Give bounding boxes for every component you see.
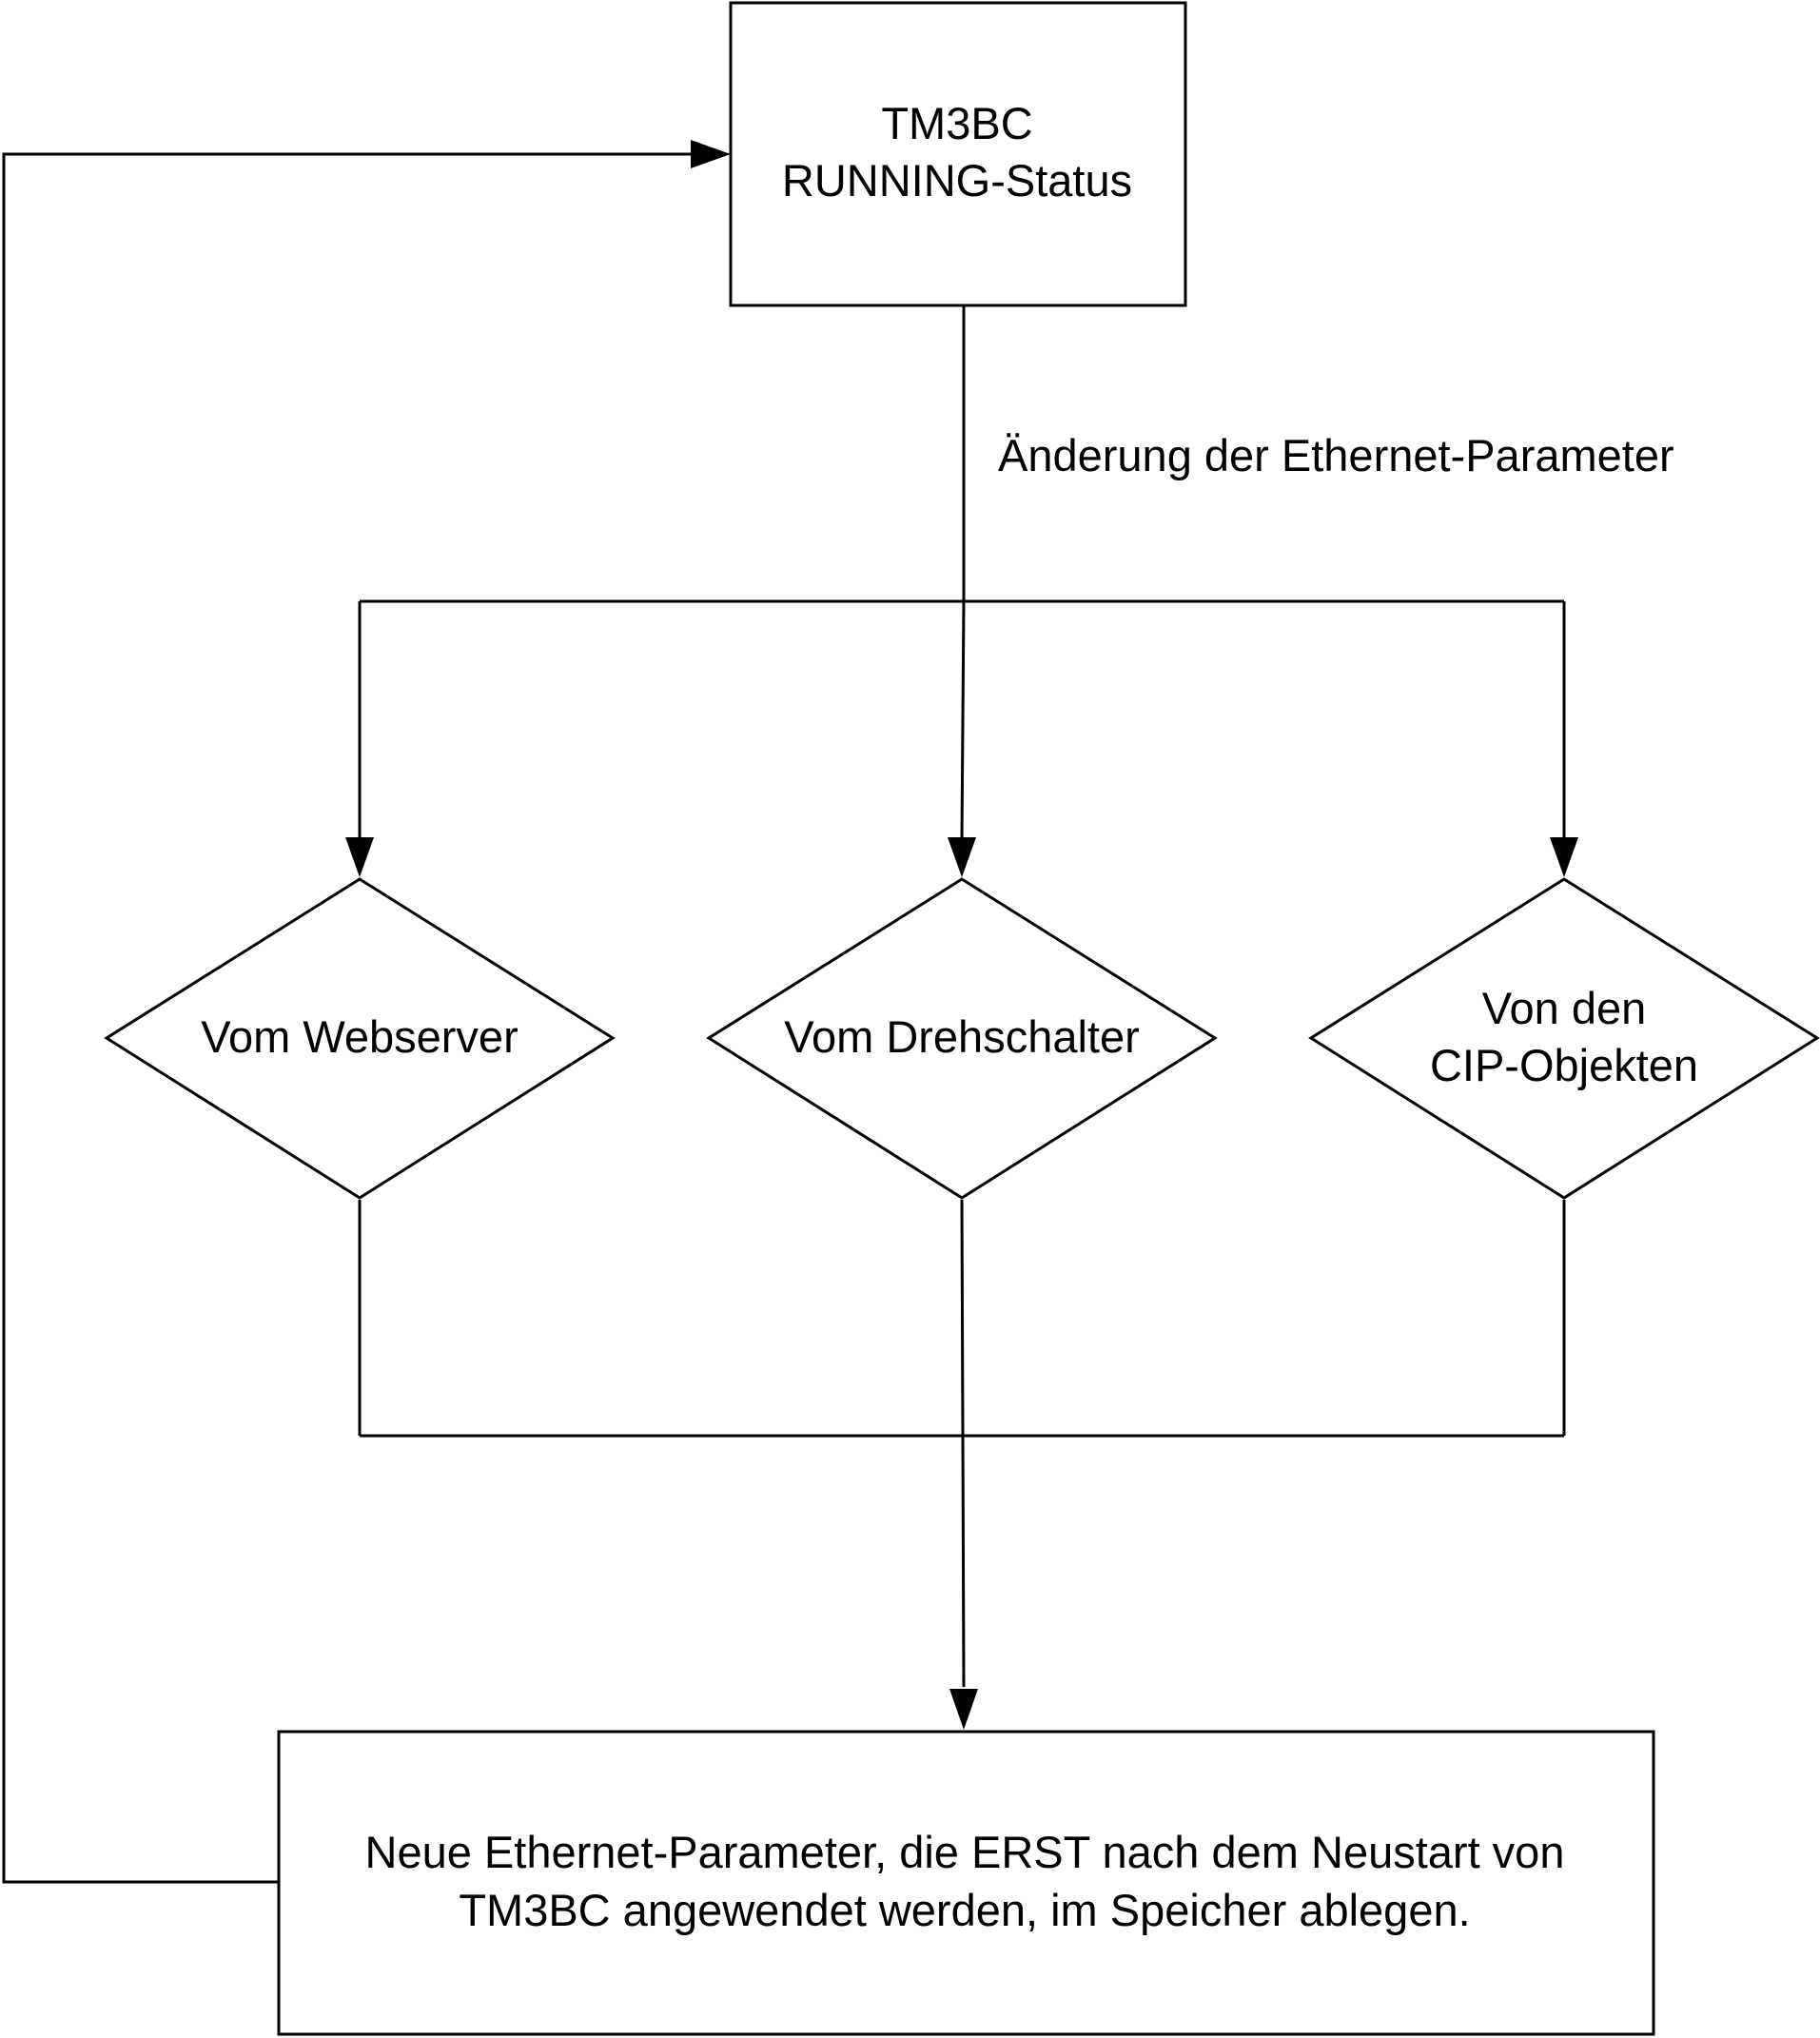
connector-rotary-to-merge (960, 1199, 965, 1437)
decision-webserver-label: Vom Webserver (201, 1011, 518, 1062)
decision-cip-line-1: Von den (1482, 983, 1647, 1033)
decision-cip-diamond (1308, 877, 1820, 1200)
decision-cip: Von den CIP-Objekten (1308, 877, 1820, 1200)
status-box: TM3BC RUNNING-Status (729, 1, 1187, 307)
connector-to-rotary-switch (960, 600, 966, 840)
arrow-head-rotary-switch (948, 837, 976, 877)
change-label: Änderung der Ethernet-Parameter (998, 430, 1674, 480)
arrow-head-cip (1550, 837, 1578, 877)
decision-webserver: Vom Webserver (104, 877, 616, 1200)
decision-cip-line-2: CIP-Objekten (1430, 1040, 1698, 1090)
arrow-head-webserver (345, 837, 374, 877)
arrow-heads (345, 140, 1578, 1730)
arrow-head-store (949, 1689, 978, 1730)
status-box-line-1: TM3BC (881, 98, 1032, 148)
store-box: Neue Ethernet-Parameter, die ERST nach d… (277, 1730, 1655, 2036)
status-box-frame (729, 1, 1187, 307)
connector-merge-to-store (961, 1435, 966, 1688)
decision-rotary-switch: Vom Drehschalter (706, 877, 1218, 1200)
decision-webserver-diamond (104, 877, 616, 1200)
connectors (2, 152, 1566, 1884)
feedback-loop (2, 152, 693, 1884)
store-box-line-2: TM3BC angewendet werden, im Speicher abl… (459, 1885, 1470, 1935)
store-box-line-1: Neue Ethernet-Parameter, die ERST nach d… (365, 1827, 1565, 1877)
decision-rotary-switch-diamond (706, 877, 1218, 1200)
status-box-line-2: RUNNING-Status (782, 155, 1132, 206)
decision-rotary-switch-label: Vom Drehschalter (784, 1011, 1140, 1062)
arrow-head-status (691, 140, 731, 168)
store-box-frame (277, 1730, 1655, 2036)
